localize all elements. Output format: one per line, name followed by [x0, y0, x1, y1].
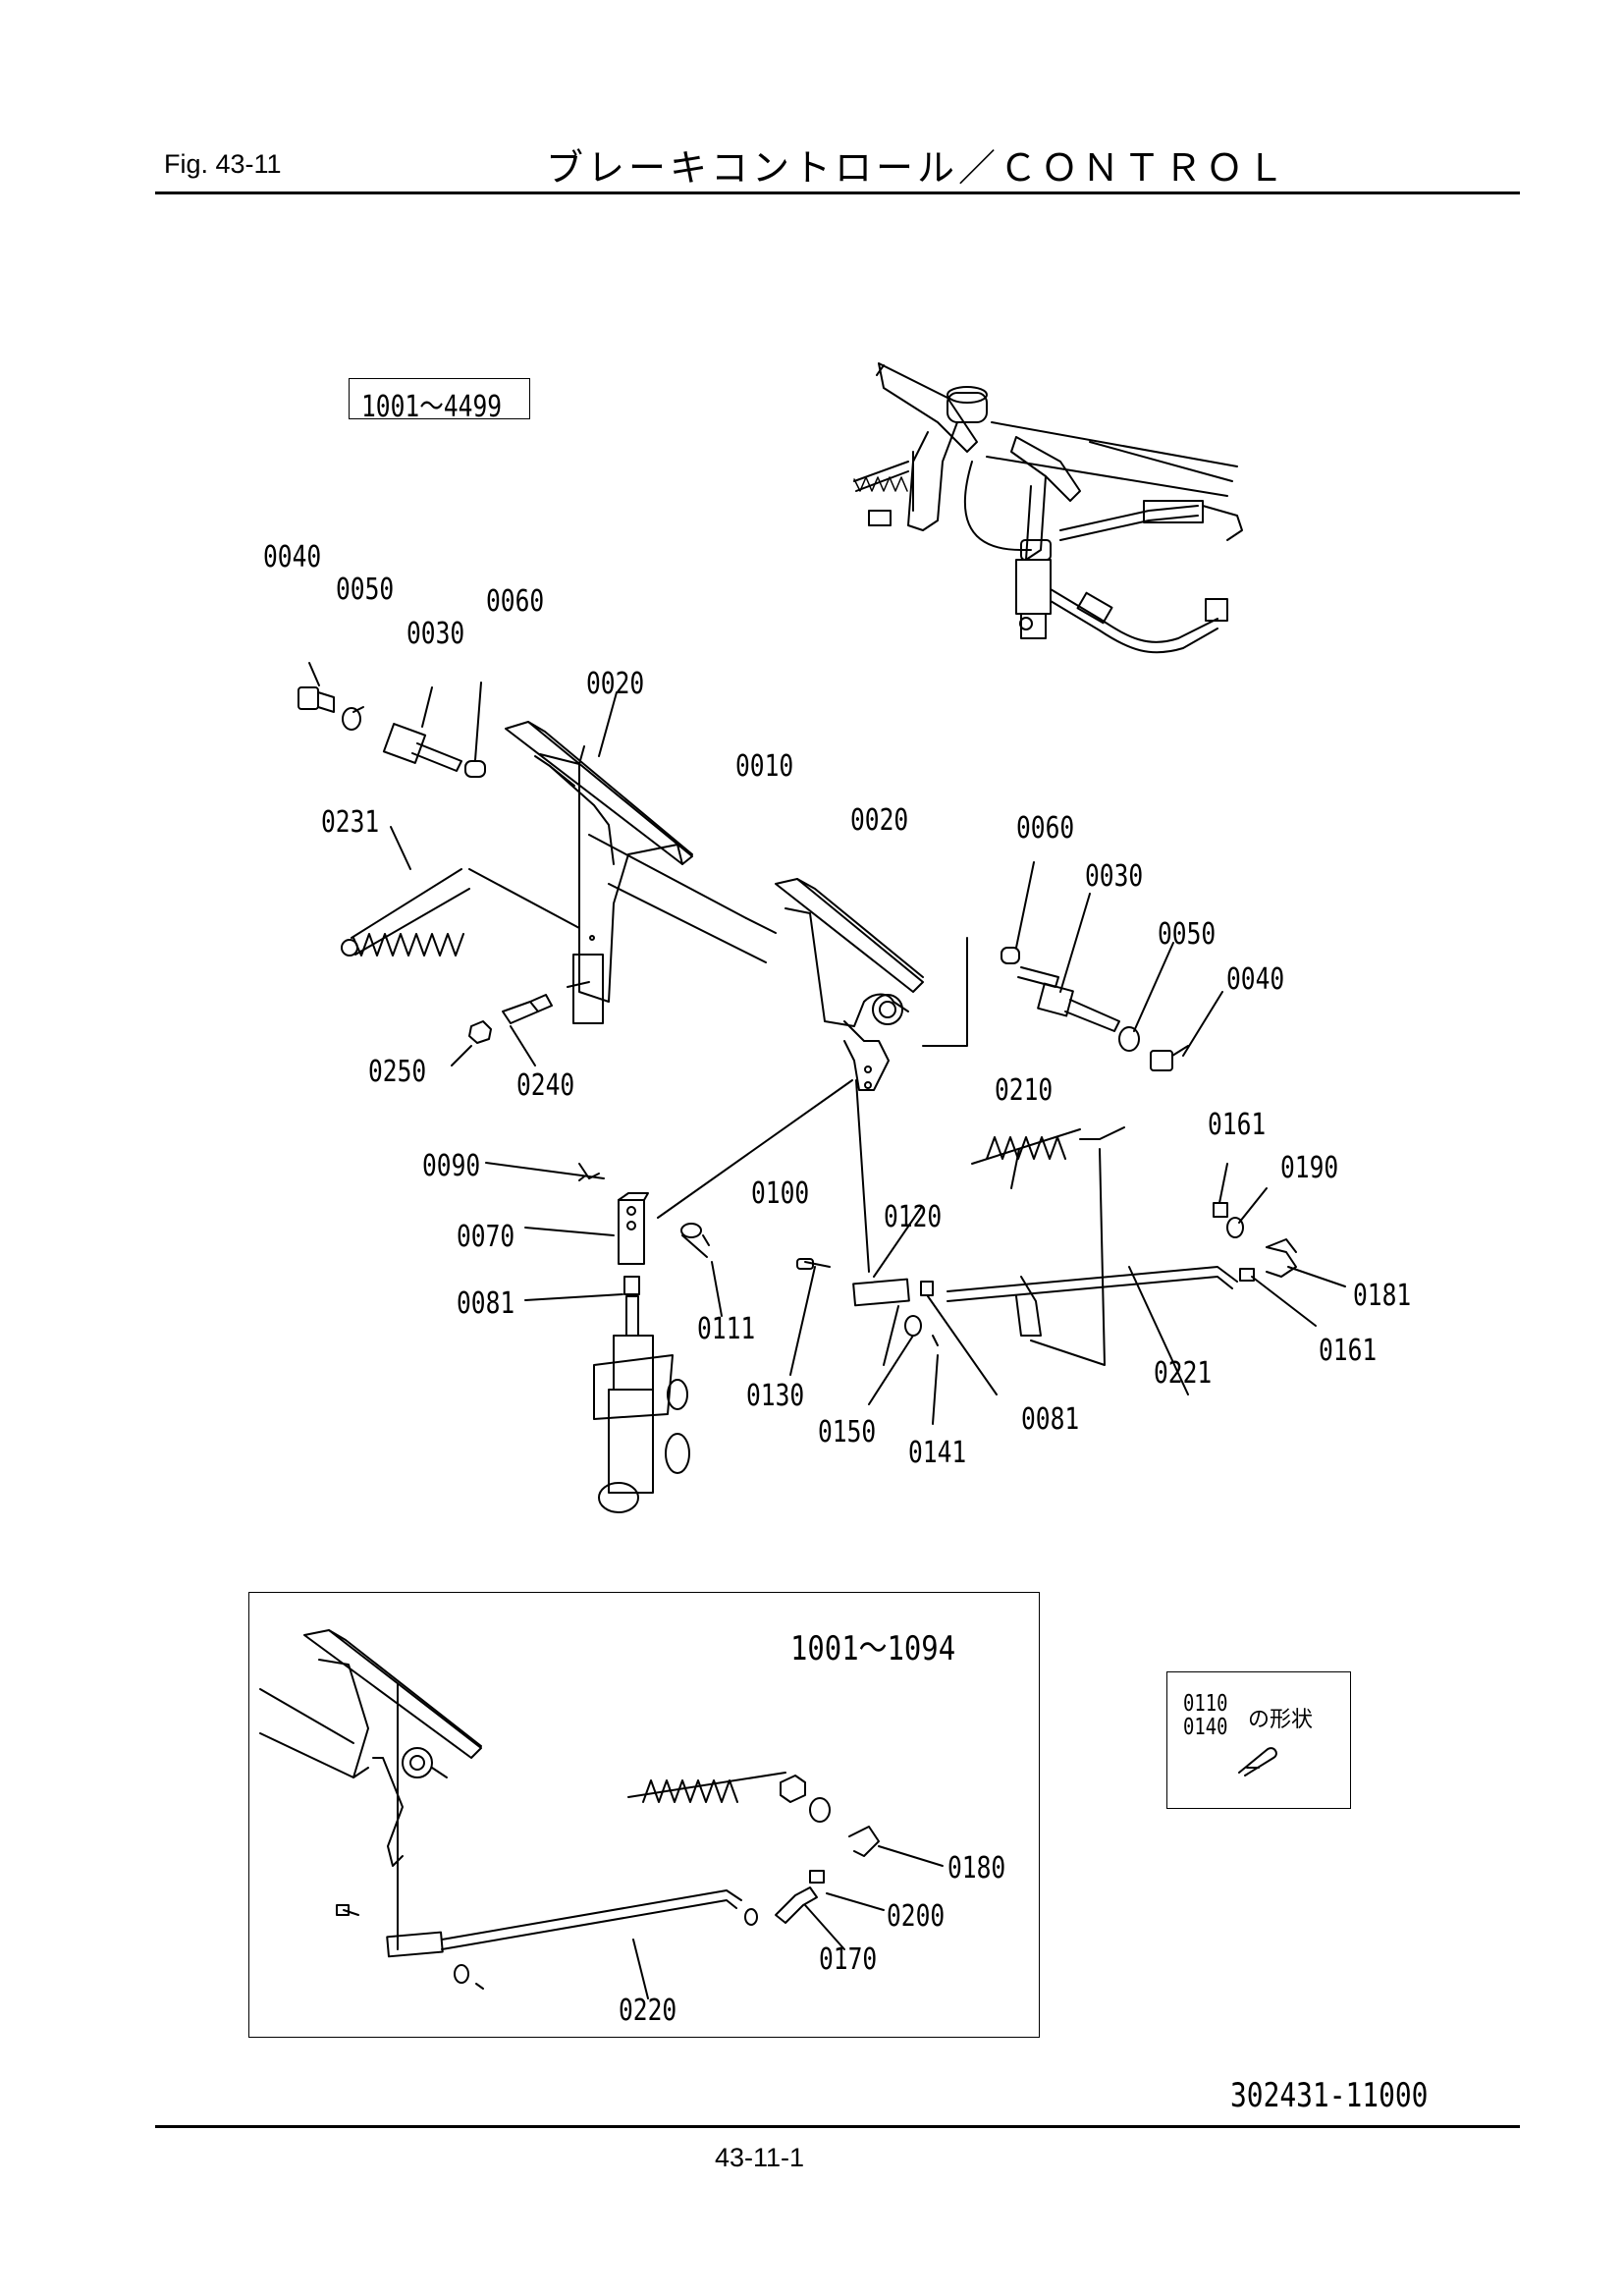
pedal-assembly-drawing	[505, 721, 924, 1091]
figure-label: Fig. 43-11	[164, 149, 282, 179]
serial-range-box: 1001～4499	[349, 378, 530, 424]
master-cylinder-drawing	[485, 1079, 853, 1513]
callout-0050: 0050	[336, 573, 395, 607]
return-spring-0231-drawing	[341, 826, 580, 957]
callout-0030: 0030	[1085, 859, 1144, 894]
overview-assembly-drawing	[853, 362, 1243, 654]
callout-0221: 0221	[1154, 1356, 1213, 1391]
callout-0180: 0180	[947, 1851, 1006, 1886]
stopper-bolt-drawing	[451, 981, 590, 1066]
callout-0100: 0100	[751, 1176, 810, 1211]
callout-0190: 0190	[1280, 1151, 1339, 1185]
callout-0161: 0161	[1319, 1334, 1378, 1368]
document-number: 302431-11000	[1230, 2076, 1429, 2115]
callout-0250: 0250	[368, 1055, 427, 1089]
callout-0040: 0040	[263, 540, 322, 574]
callout-0020: 0020	[586, 667, 645, 701]
right-pin-stack-drawing	[922, 861, 1223, 1071]
page-number: 43-11-1	[715, 2143, 805, 2172]
callout-0170: 0170	[819, 1942, 878, 1977]
callout-0081: 0081	[457, 1286, 515, 1321]
callout-0111: 0111	[697, 1312, 756, 1346]
callout-0060: 0060	[1016, 811, 1075, 846]
cotter-pin-shape-note: 0110 0140 の形状	[1166, 1671, 1351, 1809]
cotter-pin-icon	[1238, 1747, 1277, 1777]
page-title: ブレーキコントロール／ＣＯＮＴＲＯＬ	[546, 146, 1289, 190]
callout-0010: 0010	[735, 749, 794, 784]
inset-panel	[248, 1592, 1040, 2038]
callout-0090: 0090	[422, 1149, 481, 1183]
callout-0240: 0240	[516, 1068, 575, 1103]
footer-rule	[155, 2125, 1520, 2128]
callout-0040: 0040	[1226, 962, 1285, 997]
callout-0050: 0050	[1158, 917, 1217, 952]
callout-0181: 0181	[1353, 1279, 1412, 1313]
callout-0070: 0070	[457, 1220, 515, 1254]
callout-0020: 0020	[850, 803, 909, 838]
callout-0231: 0231	[321, 805, 380, 840]
callout-0150: 0150	[818, 1415, 877, 1449]
serial-range-label: 1001～4499	[361, 390, 503, 424]
callout-0210: 0210	[995, 1073, 1054, 1108]
shape-note-part-0110: 0110	[1183, 1691, 1228, 1717]
callout-0081: 0081	[1021, 1402, 1080, 1437]
callout-0220: 0220	[619, 1994, 677, 2028]
callout-0060: 0060	[486, 584, 545, 619]
callout-0030: 0030	[406, 617, 465, 651]
callout-0161: 0161	[1208, 1108, 1267, 1142]
callout-0120: 0120	[884, 1200, 943, 1234]
shape-note-caption: の形状	[1248, 1708, 1314, 1732]
inset-drawing	[259, 1629, 944, 1999]
callout-0141: 0141	[908, 1436, 967, 1470]
callout-0130: 0130	[746, 1379, 805, 1413]
brake-rod-0221-drawing	[789, 1079, 1346, 1425]
callout-0200: 0200	[887, 1899, 946, 1934]
shape-note-part-0140: 0140	[1183, 1715, 1228, 1740]
left-pin-stack-drawing	[298, 662, 618, 778]
header-rule	[155, 191, 1520, 194]
inset-serial-range: 1001～1094	[790, 1629, 956, 1668]
